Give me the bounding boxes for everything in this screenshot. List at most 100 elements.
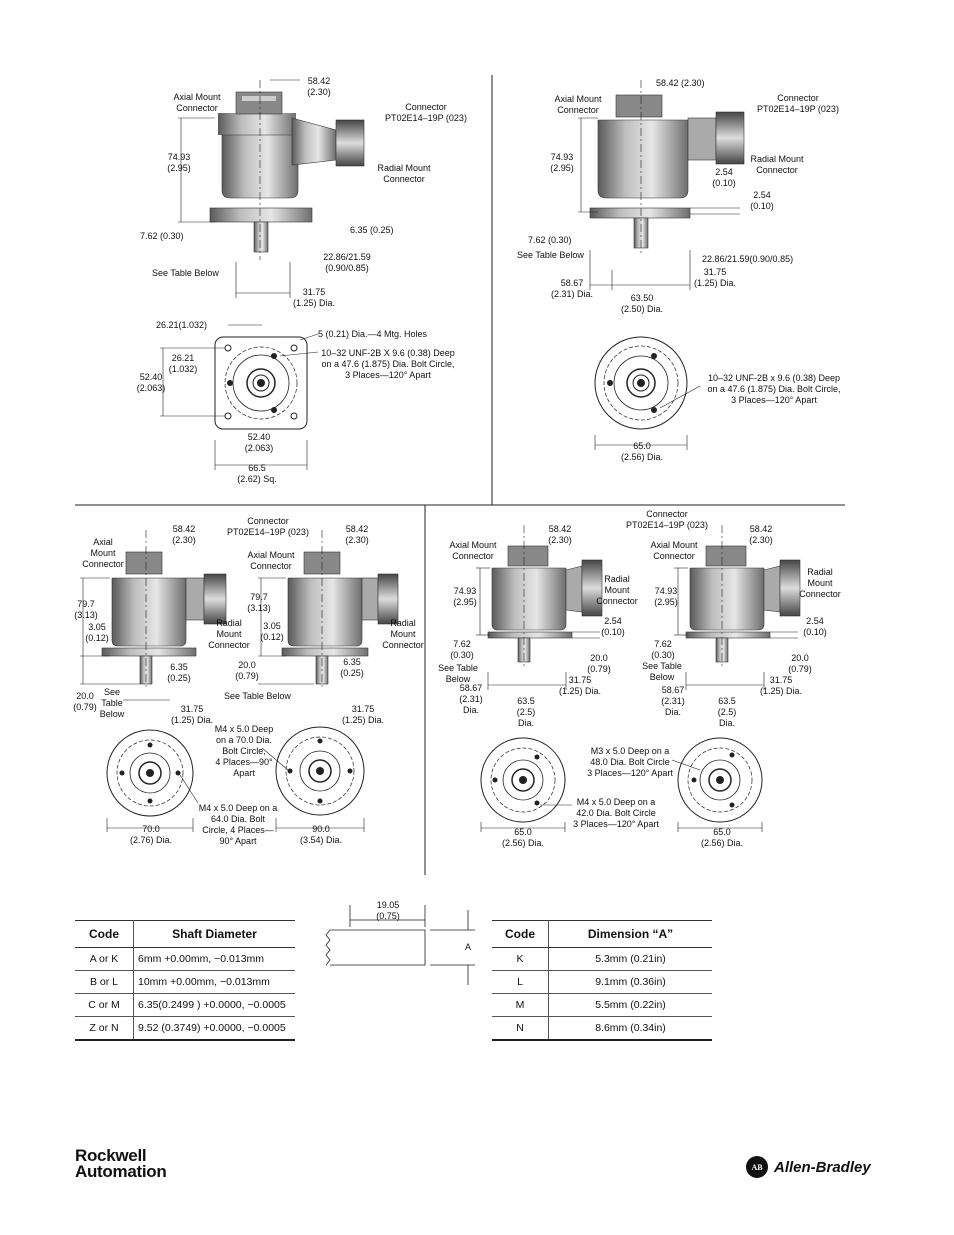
table-cell-value: 10mm +0.00mm, −0.013mm [133, 970, 295, 994]
table-cell-code: B or L [75, 970, 134, 994]
label-dim-90-0: 90.0(3.54) Dia. [300, 824, 342, 845]
label-dim-31-75-1: 31.75(1.25) Dia. [171, 704, 213, 725]
label-dim-2-54-b: 2.54(0.10) [750, 190, 774, 211]
allen-bradley-text: Allen-Bradley [774, 1158, 871, 1176]
table-cell-value: 6mm +0.00mm, −0.013mm [133, 947, 295, 971]
table-header-code: Code [492, 920, 549, 948]
table-cell-value: 5.3mm (0.21in) [548, 947, 712, 971]
label-dim-58-42: 58.42 (2.30) [656, 78, 705, 88]
label-dim-6-35-2: 6.35(0.25) [340, 657, 364, 678]
label-dim-3-05-2: 3.05(0.12) [260, 621, 284, 642]
label-dim-2-54-a: 2.54(0.10) [712, 167, 736, 188]
label-dim-26-21-v: 26.21(1.032) [169, 353, 198, 374]
label-dim-65-0-1: 65.0(2.56) Dia. [502, 827, 544, 848]
label-see-table-2: See Table Below [224, 691, 291, 701]
label-dim-31-75: 31.75(1.25) Dia. [293, 287, 335, 308]
label-dim-70-0: 70.0(2.76) Dia. [130, 824, 172, 845]
label-see-table: See Table Below [517, 250, 584, 260]
label-dim-58-42-1: 58.42(2.30) [548, 524, 572, 545]
table-cell-code: Z or N [75, 1016, 134, 1041]
label-dim-65-0: 65.0(2.56) Dia. [621, 441, 663, 462]
table-header-code: Code [75, 920, 134, 948]
label-dim-7-62: 7.62 (0.30) [140, 231, 184, 241]
table-cell-code: C or M [75, 993, 134, 1017]
automation-text: Automation [75, 1162, 167, 1181]
table-cell-value: 8.6mm (0.34in) [548, 1016, 712, 1041]
label-dim-2-54-2: 2.54(0.10) [803, 616, 827, 637]
label-dim-63-5-2: 63.5(2.5)Dia. [718, 696, 737, 728]
table-row: A or K 6mm +0.00mm, −0.013mm [75, 947, 295, 971]
label-dim-6-35-1: 6.35(0.25) [167, 662, 191, 683]
label-dim-58-42-2: 58.42(2.30) [749, 524, 773, 545]
allen-bradley-logo: AB Allen-Bradley [746, 1156, 871, 1178]
bottom-right-side-view-1 [476, 525, 603, 690]
table-cell-value: 9.1mm (0.36in) [548, 970, 712, 994]
label-dim-31-75-2: 31.75(1.25) Dia. [760, 675, 802, 696]
label-dimension-a: A [465, 942, 471, 952]
dimension-a-table: Code Dimension “A” K 5.3mm (0.21in) L 9.… [492, 920, 712, 1041]
table-cell-code: A or K [75, 947, 134, 971]
top-right-front-view [594, 336, 701, 450]
label-dim-79-7-2: 79.7(3.13) [247, 592, 271, 613]
label-dim-58-42: 58.42(2.30) [307, 76, 331, 97]
label-dim-58-67-2: 58.67(2.31)Dia. [661, 685, 685, 717]
label-dim-22-86: 22.86/21.59(0.90/0.85) [323, 252, 371, 273]
label-holes-note: 5 (0.21) Dia.—4 Mtg. Holes [318, 329, 428, 339]
label-dim-7-62: 7.62 (0.30) [528, 235, 572, 245]
top-right-side-view [578, 80, 745, 290]
bottom-right-front-view-2 [540, 737, 763, 832]
label-dim-58-42-1: 58.42(2.30) [172, 524, 196, 545]
top-left-front-view [160, 324, 319, 470]
table-cell-code: M [492, 993, 549, 1017]
table-cell-code: L [492, 970, 549, 994]
table-row: K 5.3mm (0.21in) [492, 947, 712, 971]
label-dim-26-21-h: 26.21(1.032) [156, 320, 207, 330]
table-row: M 5.5mm (0.22in) [492, 993, 712, 1017]
bottom-left-side-view-1 [80, 530, 227, 701]
label-dim-20-0-1: 20.0(0.79) [73, 691, 97, 712]
ab-badge-icon: AB [746, 1156, 768, 1178]
label-dim-3-05-1: 3.05(0.12) [85, 622, 109, 643]
shaft-detail-drawing [325, 905, 475, 985]
label-dim-20-0-2: 20.0(0.79) [788, 653, 812, 674]
label-dim-22-86: 22.86/21.59(0.90/0.85) [702, 254, 793, 264]
bottom-left-front-view-2 [261, 726, 365, 832]
table-row: L 9.1mm (0.36in) [492, 970, 712, 994]
shaft-diameter-table: Code Shaft Diameter A or K 6mm +0.00mm, … [75, 920, 295, 1041]
label-dim-31-75: 31.75(1.25) Dia. [694, 267, 736, 288]
label-dim-74-93: 74.93(2.95) [550, 152, 574, 173]
label-dim-2-54-1: 2.54(0.10) [601, 616, 625, 637]
shaft-detail-labels: 19.05(0.75) A [376, 900, 471, 952]
label-dim-58-42-2: 58.42(2.30) [345, 524, 369, 545]
section-dividers [75, 75, 845, 875]
table-row: Z or N 9.52 (0.3749) +0.0000, −0.0005 [75, 1016, 295, 1041]
bottom-right-side-view-2 [674, 525, 801, 690]
bottom-left-side-view-2 [258, 530, 399, 690]
table-row: C or M 6.35(0.2499 ) +0.0000, −0.0005 [75, 993, 295, 1017]
label-dim-20-0-1: 20.0(0.79) [587, 653, 611, 674]
label-dim-65-0-2: 65.0(2.56) Dia. [701, 827, 743, 848]
rockwell-automation-logo: Rockwell Automation [75, 1146, 167, 1181]
label-dim-19-05: 19.05(0.75) [376, 900, 400, 921]
rockwell-text: Rockwell [75, 1146, 147, 1165]
table-cell-code: K [492, 947, 549, 971]
label-dim-63-50: 63.50(2.50) Dia. [621, 293, 663, 314]
